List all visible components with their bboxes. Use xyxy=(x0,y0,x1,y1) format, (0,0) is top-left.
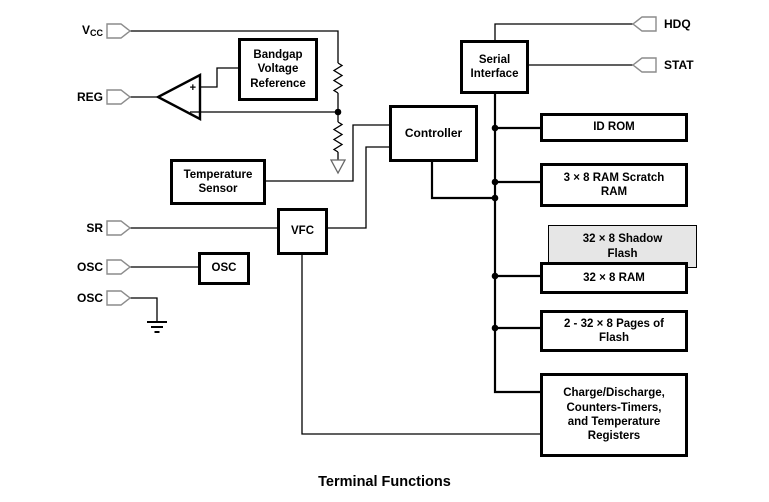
block-id-rom: ID ROM xyxy=(540,113,688,142)
wire-tempsensor-to-controller xyxy=(266,124,389,182)
wire-vfc-to-controller xyxy=(328,146,389,229)
resistor-icon xyxy=(332,62,344,94)
vcc-base: V xyxy=(81,23,90,37)
pin-label-stat: STAT xyxy=(664,58,694,72)
block-label: VFC xyxy=(291,225,314,238)
ground-icon xyxy=(147,321,167,333)
block-flash-pages: 2 - 32 × 8 Pages of Flash xyxy=(540,310,688,352)
vcc-subscript: CC xyxy=(90,28,103,38)
junction-dot xyxy=(491,272,499,280)
block-label: Reference xyxy=(250,77,306,90)
terminal-pins xyxy=(106,16,657,306)
block-vfc: VFC xyxy=(277,208,328,255)
junction-dot xyxy=(491,324,499,332)
junction-dot xyxy=(334,108,342,116)
block-label: Voltage xyxy=(257,63,299,76)
block-label: Bandgap xyxy=(253,48,303,61)
pin-label-osc-a: OSC xyxy=(76,260,103,274)
pin-hdq-icon xyxy=(631,16,657,32)
block-label: and Temperature xyxy=(567,416,661,428)
pin-osc-b-icon xyxy=(106,290,132,306)
pin-reg-icon xyxy=(106,89,132,105)
pin-label-vcc: VCC xyxy=(40,23,103,38)
block-controller: Controller xyxy=(389,105,478,162)
opamp-icon xyxy=(155,73,202,121)
junction-dot xyxy=(491,124,499,132)
pin-vcc-icon xyxy=(106,23,132,39)
wire-vfc-to-charge xyxy=(301,255,541,435)
junction-dot xyxy=(491,194,499,202)
block-label: Serial xyxy=(478,53,511,66)
block-label: Temperature xyxy=(183,168,253,181)
wire-hdq xyxy=(494,23,633,40)
block-label: 3 × 8 RAM Scratch xyxy=(563,171,665,184)
block-label: Interface xyxy=(470,68,519,80)
block-label: Flash xyxy=(598,332,630,344)
junction-dot xyxy=(491,178,499,186)
resistor-icon xyxy=(332,121,344,153)
wire-controller-to-bus xyxy=(430,162,495,200)
down-arrow-icon xyxy=(329,159,347,175)
block-osc: OSC xyxy=(198,252,250,285)
opamp-plus-label: + xyxy=(190,82,196,94)
block-label: 2 - 32 × 8 Pages of xyxy=(563,317,665,330)
pin-sr-icon xyxy=(106,220,132,236)
pin-label-reg: REG xyxy=(76,90,103,104)
block-label: Charge/Discharge, xyxy=(563,387,665,400)
bus-wires xyxy=(430,94,541,394)
wire-bandgap-to-plus xyxy=(200,67,238,88)
signal-wires xyxy=(130,23,633,435)
block-label: Counters-Timers, xyxy=(566,401,662,414)
pin-label-sr: SR xyxy=(86,221,103,235)
resistor-divider xyxy=(332,62,344,153)
block-label: 32 × 8 Shadow xyxy=(582,233,663,246)
block-label: OSC xyxy=(211,262,237,275)
pin-osc-a-icon xyxy=(106,259,132,275)
figure-title: Terminal Functions xyxy=(318,474,451,490)
opamp: + xyxy=(155,73,202,121)
wire-vcc-rail xyxy=(130,30,339,63)
block-label: Registers xyxy=(587,430,641,443)
wire-osc-gnd xyxy=(130,297,158,322)
block-charge-registers: Charge/Discharge,Counters-Timers, and Tem… xyxy=(540,373,688,457)
pin-label-osc-b: OSC xyxy=(76,291,103,305)
block-label: RAM xyxy=(600,186,628,198)
block-label: 32 × 8 RAM xyxy=(583,271,645,284)
pin-label-hdq: HDQ xyxy=(664,17,691,31)
wire-main-bus xyxy=(493,94,541,394)
block-label: Sensor xyxy=(198,183,238,195)
pin-stat-icon xyxy=(631,57,657,73)
block-label: Flash xyxy=(607,247,638,260)
block-label: ID ROM xyxy=(593,121,635,134)
block-32x8-ram: 32 × 8 RAM xyxy=(540,262,688,294)
block-label: Controller xyxy=(404,126,463,140)
junction-dots xyxy=(334,108,499,332)
